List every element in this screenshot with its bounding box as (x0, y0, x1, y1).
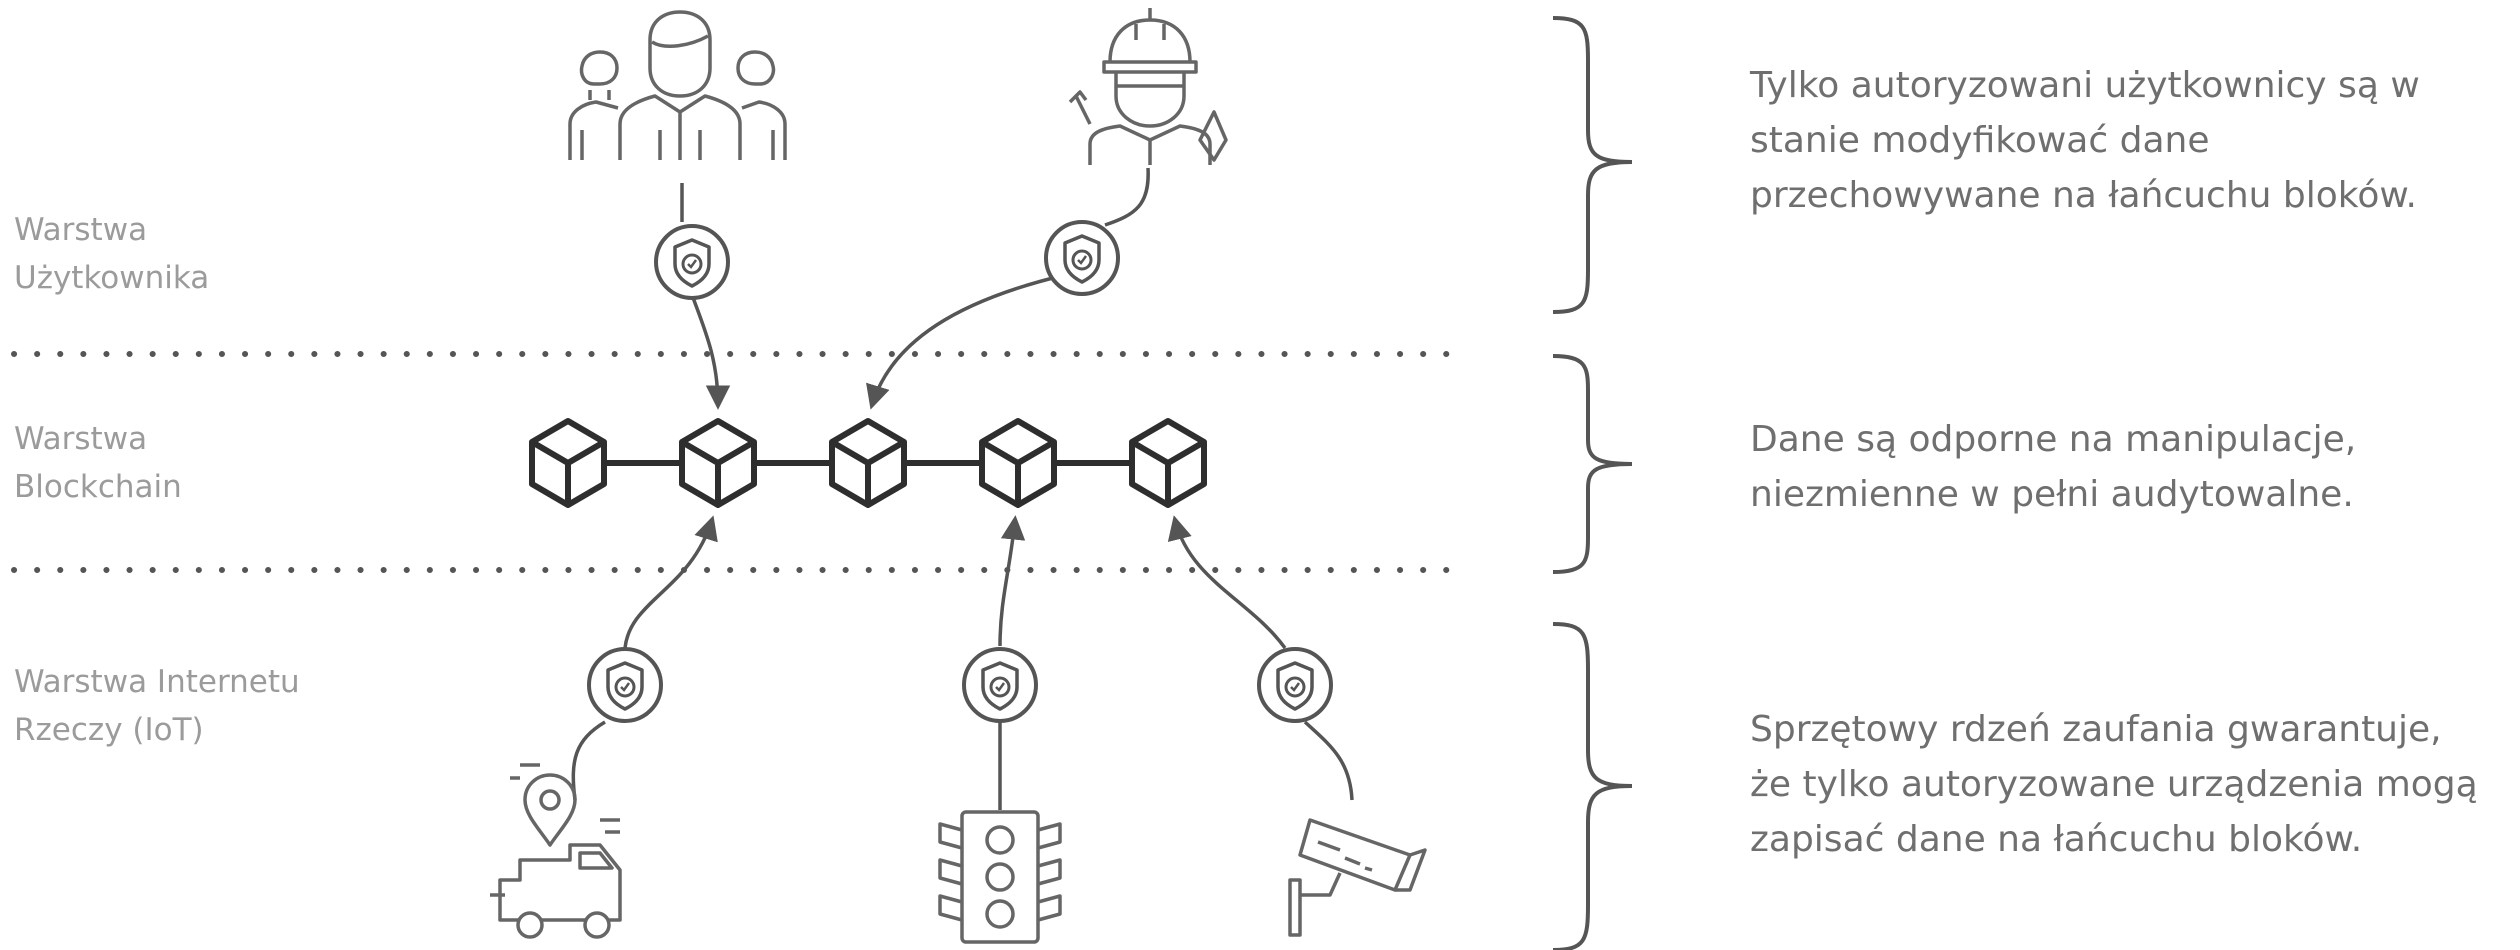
connector-camera-to-shield (1303, 720, 1354, 801)
block-icon-1 (532, 421, 604, 505)
security-camera-icon (1288, 818, 1427, 937)
traffic-light-icon (938, 810, 1062, 944)
block-icon-3 (832, 421, 904, 505)
layer-description-blockchain: Dane są odporne na manipulacje, niezmien… (1750, 419, 2357, 515)
connector-truck-to-shield (571, 720, 606, 801)
shield-check-icon-engineer (1044, 220, 1120, 296)
layer-description-iot: Sprzętowy rdzeń zaufania gwarantuje, że … (1750, 709, 2478, 860)
shield-check-icon-camera (1257, 647, 1333, 723)
connector-engineer-to-shield (1104, 167, 1150, 227)
connector-users-shield-to-block (690, 294, 731, 410)
block-icon-4 (982, 421, 1054, 505)
shield-check-icon-users (654, 224, 730, 300)
shield-check-icon-truck (587, 647, 663, 723)
layer-label-blockchain: Warstwa Blockchain (14, 421, 182, 505)
connector-camera-shield-to-block (1167, 515, 1287, 650)
layer-label-iot: Warstwa Internetu Rzeczy (IoT) (14, 664, 300, 748)
brace-user-layer (1552, 16, 1633, 314)
delivery-truck-icon (490, 763, 622, 939)
group-of-users-icon (568, 10, 787, 160)
layer-description-user: Tylko autoryzowani użytkownicy są w stan… (1750, 65, 2420, 216)
brace-blockchain-layer (1552, 354, 1633, 574)
layer-label-user: Warstwa Użytkownika (14, 212, 210, 296)
block-icon-2 (682, 421, 754, 505)
connector-truck-shield-to-block (623, 515, 718, 649)
brace-iot-layer (1552, 622, 1633, 950)
engineer-icon (1068, 8, 1228, 165)
block-icon-5 (1132, 421, 1204, 505)
shield-check-icon-traffic-light (962, 647, 1038, 723)
connector-light-shield-to-block (998, 515, 1026, 647)
connector-engineer-shield-to-block (866, 273, 1066, 410)
